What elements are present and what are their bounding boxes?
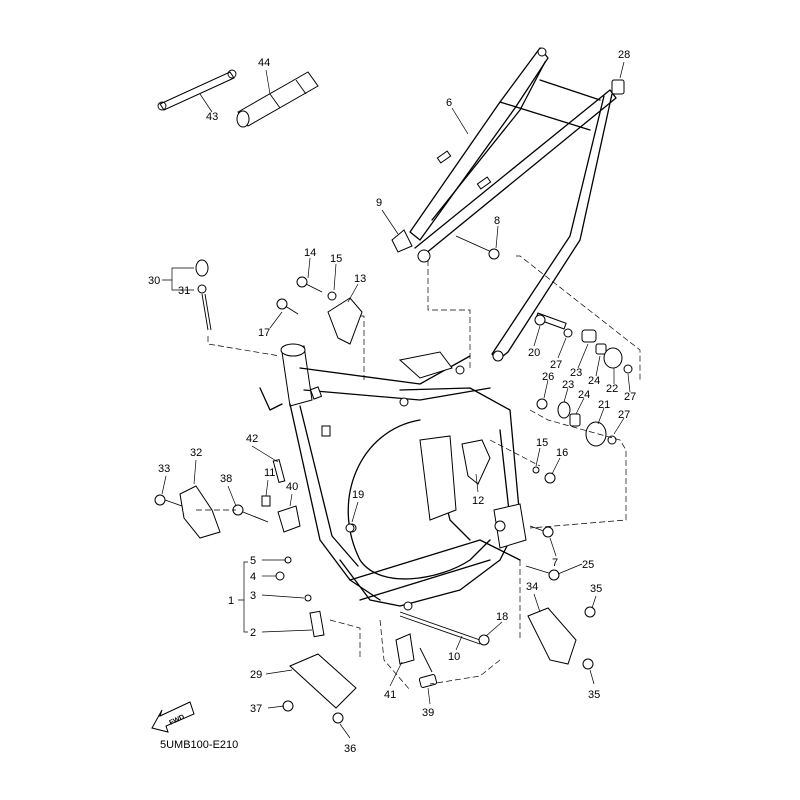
part-6-rear-subframe [409,47,617,362]
callout-32: 32 [190,447,202,459]
part-40-guide [277,505,301,533]
callout-42: 42 [246,433,258,445]
callout-36: 36 [344,743,356,755]
callout-6: 6 [446,97,452,109]
engine-mount-hardware [534,312,633,447]
callout-18: 18 [496,611,508,623]
callout-27-right: 27 [624,391,636,403]
fwd-arrow-icon: FWD [151,701,195,733]
part-34-chain-guide [527,607,577,665]
callout-1: 1 [228,595,234,607]
part-16-nut [532,466,556,484]
part-39-collar [418,647,438,688]
part-43-wrench [157,69,237,111]
callout-33: 33 [158,463,170,475]
callout-2: 2 [250,627,256,639]
part-15-washer [327,291,337,301]
part-32-guard [179,485,221,539]
callout-34: 34 [526,581,538,593]
leader-lines [161,61,631,739]
part-29-skid-plate [289,653,357,709]
callout-10: 10 [448,651,460,663]
callout-15-lower: 15 [536,437,548,449]
part-37-bolt [282,700,294,712]
main-frame [259,343,527,611]
callout-27-lower: 27 [618,409,630,421]
callout-26: 26 [542,371,554,383]
callout-17: 17 [258,327,270,339]
callout-labels: 43 44 6 28 9 8 30 31 14 15 13 17 20 27 2… [148,49,636,755]
part-25-bolt [525,565,560,581]
callout-19: 19 [352,489,364,501]
callout-30: 30 [148,275,160,287]
callout-38: 38 [220,473,232,485]
callout-5: 5 [250,555,256,567]
callout-43: 43 [206,111,218,123]
part-41-bracket [395,633,415,665]
part-35-bolts [582,606,596,670]
part-1-5-assembly [275,556,325,638]
part-12-bracket [461,439,491,485]
callout-27-top: 27 [550,359,562,371]
callout-16: 16 [556,447,568,459]
callout-31: 31 [178,285,190,297]
part-28-clip [611,79,625,95]
callout-24-mid: 24 [578,389,590,401]
callout-8: 8 [494,215,500,227]
callout-28: 28 [618,49,630,61]
callout-37: 37 [250,703,262,715]
callout-21: 21 [598,399,610,411]
part-13-bracket [327,297,363,345]
part-14-bolt [296,276,323,293]
callout-40: 40 [286,481,298,493]
callout-9: 9 [376,197,382,209]
callout-14: 14 [304,247,316,259]
callout-4: 4 [250,571,256,583]
callout-13: 13 [354,273,366,285]
part-19-nut [345,523,355,533]
callout-35-upper: 35 [590,583,602,595]
part-33-bolt [154,494,183,507]
part-30-31-oil-dipstick [195,259,212,331]
callout-41: 41 [384,689,396,701]
callout-39: 39 [422,707,434,719]
callout-3: 3 [250,590,256,602]
callout-20: 20 [528,347,540,359]
diagram-code: 5UMB100-E210 [160,739,238,751]
part-36-bolt [332,712,344,724]
callout-23-top: 23 [570,367,582,379]
callout-44: 44 [258,57,270,69]
part-38-bolt [232,504,269,523]
callout-35-lower: 35 [588,689,600,701]
part-17-bolt [276,298,299,315]
part-8-bolt [455,235,500,260]
callout-29: 29 [250,669,262,681]
callout-22: 22 [606,383,618,395]
alignment-lines [196,255,641,691]
callout-12: 12 [472,495,484,507]
callout-7: 7 [552,557,558,569]
part-9-bracket [391,229,413,253]
part-11-collar [261,495,271,507]
part-10-18-pivot-shaft [399,611,490,646]
callout-11: 11 [264,467,275,479]
callout-24-top: 24 [588,375,600,387]
part-7-bolt [529,525,554,538]
callout-23-mid: 23 [562,379,574,391]
callout-25: 25 [582,559,594,571]
part-42-pin [272,458,286,484]
part-44-socket-wrench [236,71,319,128]
callout-15-upper: 15 [330,253,342,265]
